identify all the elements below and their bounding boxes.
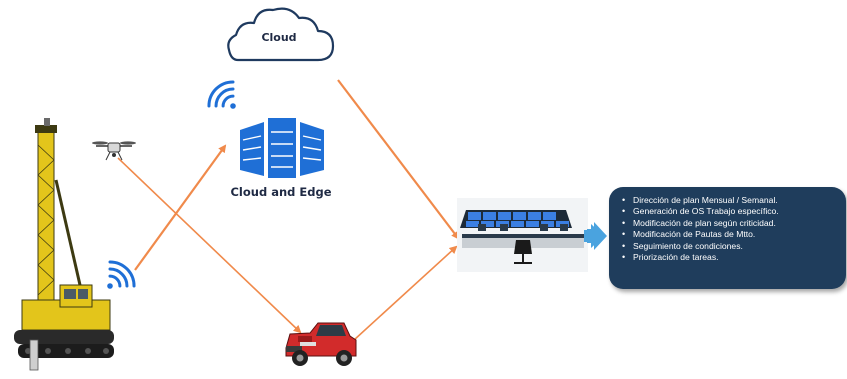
task-item: Dirección de plan Mensual / Semanal.: [622, 195, 838, 207]
arrow-drone-to-truck: [117, 157, 302, 334]
task-list-box: Dirección de plan Mensual / Semanal. Gen…: [609, 187, 846, 289]
drone-icon: [92, 141, 136, 161]
task-list: Dirección de plan Mensual / Semanal. Gen…: [619, 195, 838, 264]
pickup-truck-icon: [285, 322, 357, 366]
cloud-label: Cloud: [261, 31, 297, 44]
task-item: Generación de OS Trabajo específico.: [622, 206, 838, 218]
arrow-truck-to-control-room: [353, 245, 458, 341]
task-item: Priorización de tareas.: [622, 252, 838, 264]
arrow-cloud-to-control-room: [337, 79, 460, 240]
control-room-icon: [457, 198, 588, 272]
task-item: Modificación de plan según criticidad.: [622, 218, 838, 230]
wifi-icon: [207, 80, 236, 109]
server-racks-icon: [240, 118, 324, 178]
wifi-signal-icon: [107, 260, 136, 289]
edge-label: Cloud and Edge: [230, 185, 332, 199]
drill-rig-icon: [14, 118, 114, 371]
task-item: Seguimiento de condiciones.: [622, 241, 838, 253]
cloud-outline-icon: [227, 7, 335, 62]
block-arrow-body: [584, 222, 607, 250]
task-item: Modificación de Pautas de Mtto.: [622, 229, 838, 241]
arrow-wifi-to-edge: [134, 144, 227, 271]
